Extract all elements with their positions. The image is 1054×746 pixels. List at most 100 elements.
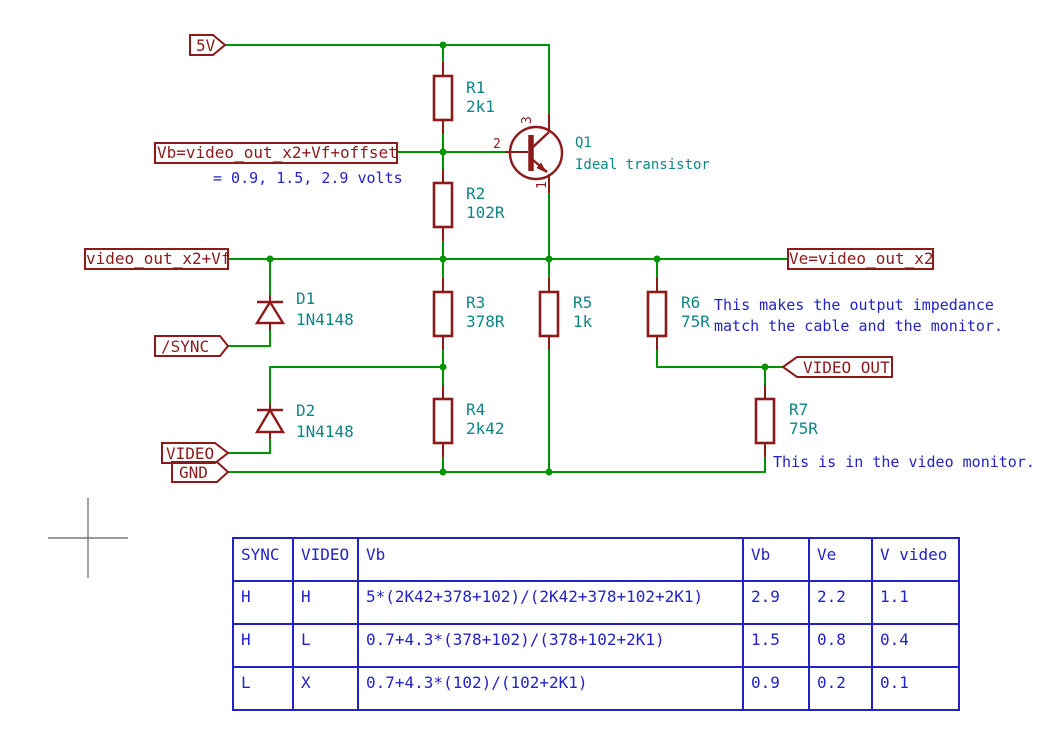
resistor-body (646, 290, 668, 338)
table-cell: H (241, 630, 251, 649)
net-flag-gnd[interactable]: GND (171, 461, 230, 483)
table-cell: H (241, 587, 251, 606)
annotation-vb-values[interactable]: = 0.9, 1.5, 2.9 volts (213, 169, 403, 187)
power-label-5v[interactable]: 5V (189, 34, 227, 56)
table-header-cell: Ve (817, 545, 836, 564)
value-label: 1N4148 (296, 310, 354, 329)
junction-dot (439, 363, 447, 371)
flag-text: VIDEO_OUT (803, 358, 890, 377)
flag-outline (171, 461, 230, 483)
table-cell: L (301, 630, 311, 649)
value-label: 2k42 (466, 419, 505, 438)
truth-table[interactable]: SYNC VIDEO Vb Vb Ve V video H H 5*(2K42+… (232, 537, 960, 711)
ref-label: R2 (466, 184, 485, 203)
resistor-r7[interactable]: R7 75R (754, 385, 818, 457)
value-label: 75R (681, 312, 710, 331)
table-cell: 0.7+4.3*(378+102)/(378+102+2K1) (366, 630, 665, 649)
junction-dots (266, 41, 769, 476)
table-cell: 0.1 (880, 673, 909, 692)
junction-dot (439, 255, 447, 263)
table-header-cell: Vb (751, 545, 770, 564)
net-flag-sync[interactable]: /SYNC (154, 335, 230, 357)
table-cell: X (301, 673, 311, 692)
ref-label: D2 (296, 401, 315, 420)
flag-text: GND (179, 463, 208, 482)
label-text: video_out_x2+Vf (86, 249, 231, 268)
table-cell: L (241, 673, 251, 692)
ref-label: R5 (573, 293, 592, 312)
table-header-cell: Vb (366, 545, 385, 564)
resistor-body (432, 74, 454, 122)
table-cell: 0.7+4.3*(102)/(102+2K1) (366, 673, 588, 692)
diode-triangle (254, 407, 286, 434)
value-label: 378R (466, 312, 505, 331)
flag-text: VIDEO (166, 444, 214, 463)
flag-text: /SYNC (161, 337, 209, 356)
annotation-r6-note-line1[interactable]: This makes the output impedance (714, 296, 994, 314)
junction-dot (545, 468, 553, 476)
table-cell: 5*(2K42+378+102)/(2K42+378+102+2K1) (366, 587, 703, 606)
junction-dot (439, 468, 447, 476)
pin-number-emitter: 1 (535, 181, 550, 189)
diode-d1[interactable]: D1 1N4148 (254, 289, 354, 330)
value-label: 102R (466, 203, 505, 222)
transistor-q1[interactable]: 2 3 1 Q1 Ideal transistor (493, 114, 710, 193)
table-cell: 0.9 (751, 673, 780, 692)
resistor-r2[interactable]: R2 102R (432, 169, 505, 241)
diode-d2[interactable]: D2 1N4148 (254, 401, 354, 441)
pin-number-base: 2 (493, 137, 501, 152)
diode-triangle (254, 299, 286, 325)
value-label: 75R (789, 419, 818, 438)
wires[interactable] (224, 44, 789, 473)
junction-dot (439, 41, 447, 49)
junction-dot (545, 255, 553, 263)
label-text: Ve=video_out_x2 (789, 249, 934, 268)
table-cell: H (301, 587, 311, 606)
resistor-r5[interactable]: R5 1k (538, 278, 593, 350)
power-label-text: 5V (196, 36, 216, 55)
net-flag-video-out[interactable]: VIDEO_OUT (781, 356, 893, 378)
junction-dot (761, 363, 769, 371)
table-header-cell: SYNC (241, 545, 280, 564)
ref-label: R1 (466, 78, 485, 97)
label-box (154, 142, 398, 164)
ref-label: R6 (681, 293, 700, 312)
net-label-vb-expr[interactable]: Vb=video_out_x2+Vf+offset (154, 142, 398, 164)
flag-outline (781, 356, 893, 378)
power-flag-outline (189, 34, 227, 56)
table-header-cell: V video (880, 545, 947, 564)
origin-crosshair (48, 498, 128, 578)
ref-label: R7 (789, 400, 808, 419)
table-cell: 0.8 (817, 630, 846, 649)
table-cell: 1.5 (751, 630, 780, 649)
label-text: Vb=video_out_x2+Vf+offset (157, 143, 398, 162)
collector-stroke (532, 131, 550, 148)
net-label-ve-expr[interactable]: Ve=video_out_x2 (787, 248, 934, 270)
resistor-r3[interactable]: R3 378R (432, 278, 505, 350)
value-label: Ideal transistor (575, 157, 710, 173)
annotation-r7-note[interactable]: This is in the video monitor. (773, 453, 1035, 471)
resistor-r1[interactable]: R1 2k1 (432, 62, 495, 134)
junction-dot (266, 255, 274, 263)
table-cell: 1.1 (880, 587, 909, 606)
flag-outline (161, 442, 230, 464)
table-cell: 2.9 (751, 587, 780, 606)
resistor-body (538, 290, 560, 338)
resistor-r6[interactable]: R6 75R (646, 278, 710, 350)
value-label: 1N4148 (296, 422, 354, 441)
resistor-body (432, 397, 454, 445)
ref-label: D1 (296, 289, 315, 308)
net-label-video-out-x2-vf[interactable]: video_out_x2+Vf (84, 248, 231, 270)
annotation-r6-note-line2[interactable]: match the cable and the monitor. (714, 317, 1003, 335)
ref-label: R3 (466, 293, 485, 312)
ref-label: R4 (466, 400, 485, 419)
net-flag-video[interactable]: VIDEO (161, 442, 230, 464)
pin-number-collector: 3 (520, 116, 535, 124)
ref-label: Q1 (575, 135, 592, 151)
annotations[interactable]: = 0.9, 1.5, 2.9 volts This makes the out… (213, 169, 1035, 471)
resistor-body (432, 290, 454, 338)
resistor-r4[interactable]: R4 2k42 (432, 385, 505, 457)
table-cell: 0.2 (817, 673, 846, 692)
flag-outline (154, 335, 230, 357)
